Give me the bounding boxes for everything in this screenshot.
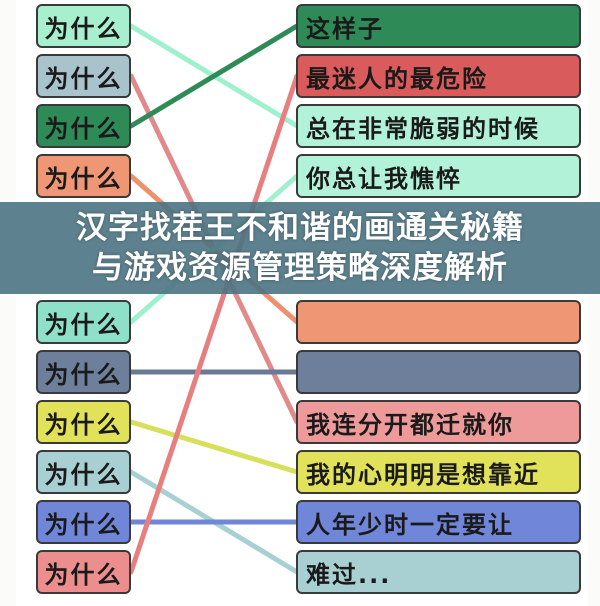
left-word-label: 为什么 <box>44 510 123 539</box>
left-word-label: 为什么 <box>44 560 123 589</box>
left-word-box[interactable]: 为什么 <box>36 54 131 98</box>
left-word-label: 为什么 <box>44 410 123 439</box>
left-word-box[interactable]: 为什么 <box>36 550 131 594</box>
right-word-label: 难过... <box>306 560 392 589</box>
left-word-label: 为什么 <box>44 310 123 339</box>
right-word-label: 我连分开都迁就你 <box>306 410 514 439</box>
right-word-box[interactable]: 总在非常脆弱的时候 <box>296 104 581 148</box>
right-word-label: 这样子 <box>306 14 384 43</box>
right-word-label: 人年少时一定要让 <box>306 510 514 539</box>
right-word-label: 总在非常脆弱的时候 <box>306 114 540 143</box>
right-word-box[interactable]: 我的心明明是想靠近 <box>296 450 581 494</box>
right-word-box[interactable]: 难过... <box>296 550 581 594</box>
left-word-box[interactable]: 为什么 <box>36 400 131 444</box>
connection-line <box>128 23 300 129</box>
right-word-label: 我的心明明是想靠近 <box>306 460 540 489</box>
left-word-label: 为什么 <box>44 460 123 489</box>
right-word-box[interactable] <box>296 350 581 394</box>
banner-line-2: 与游戏资源管理策略深度解析 <box>92 250 508 286</box>
left-word-label: 为什么 <box>44 64 123 93</box>
left-word-label: 为什么 <box>44 14 123 43</box>
left-word-box[interactable]: 为什么 <box>36 154 131 198</box>
left-word-label: 为什么 <box>44 360 123 389</box>
left-word-box[interactable]: 为什么 <box>36 500 131 544</box>
connection-line <box>128 419 300 475</box>
title-banner: 汉字找茬王不和谐的画通关秘籍 与游戏资源管理策略深度解析 <box>0 202 600 294</box>
left-word-box[interactable]: 为什么 <box>36 104 131 148</box>
right-word-label: 最迷人的最危险 <box>306 64 488 93</box>
connection-line <box>128 73 300 575</box>
right-word-box[interactable]: 这样子 <box>296 4 581 48</box>
right-word-box[interactable]: 人年少时一定要让 <box>296 500 581 544</box>
right-word-box[interactable] <box>296 300 581 344</box>
banner-line-1: 汉字找茬王不和谐的画通关秘籍 <box>76 210 524 246</box>
right-word-box[interactable]: 我连分开都迁就你 <box>296 400 581 444</box>
left-word-box[interactable]: 为什么 <box>36 450 131 494</box>
right-word-box[interactable]: 你总让我憔悴 <box>296 154 581 198</box>
left-word-box[interactable]: 为什么 <box>36 4 131 48</box>
right-word-label: 你总让我憔悴 <box>306 164 462 193</box>
left-word-box[interactable]: 为什么 <box>36 350 131 394</box>
right-word-box[interactable]: 最迷人的最危险 <box>296 54 581 98</box>
left-word-label: 为什么 <box>44 164 123 193</box>
left-word-box[interactable]: 为什么 <box>36 300 131 344</box>
left-word-label: 为什么 <box>44 114 123 143</box>
